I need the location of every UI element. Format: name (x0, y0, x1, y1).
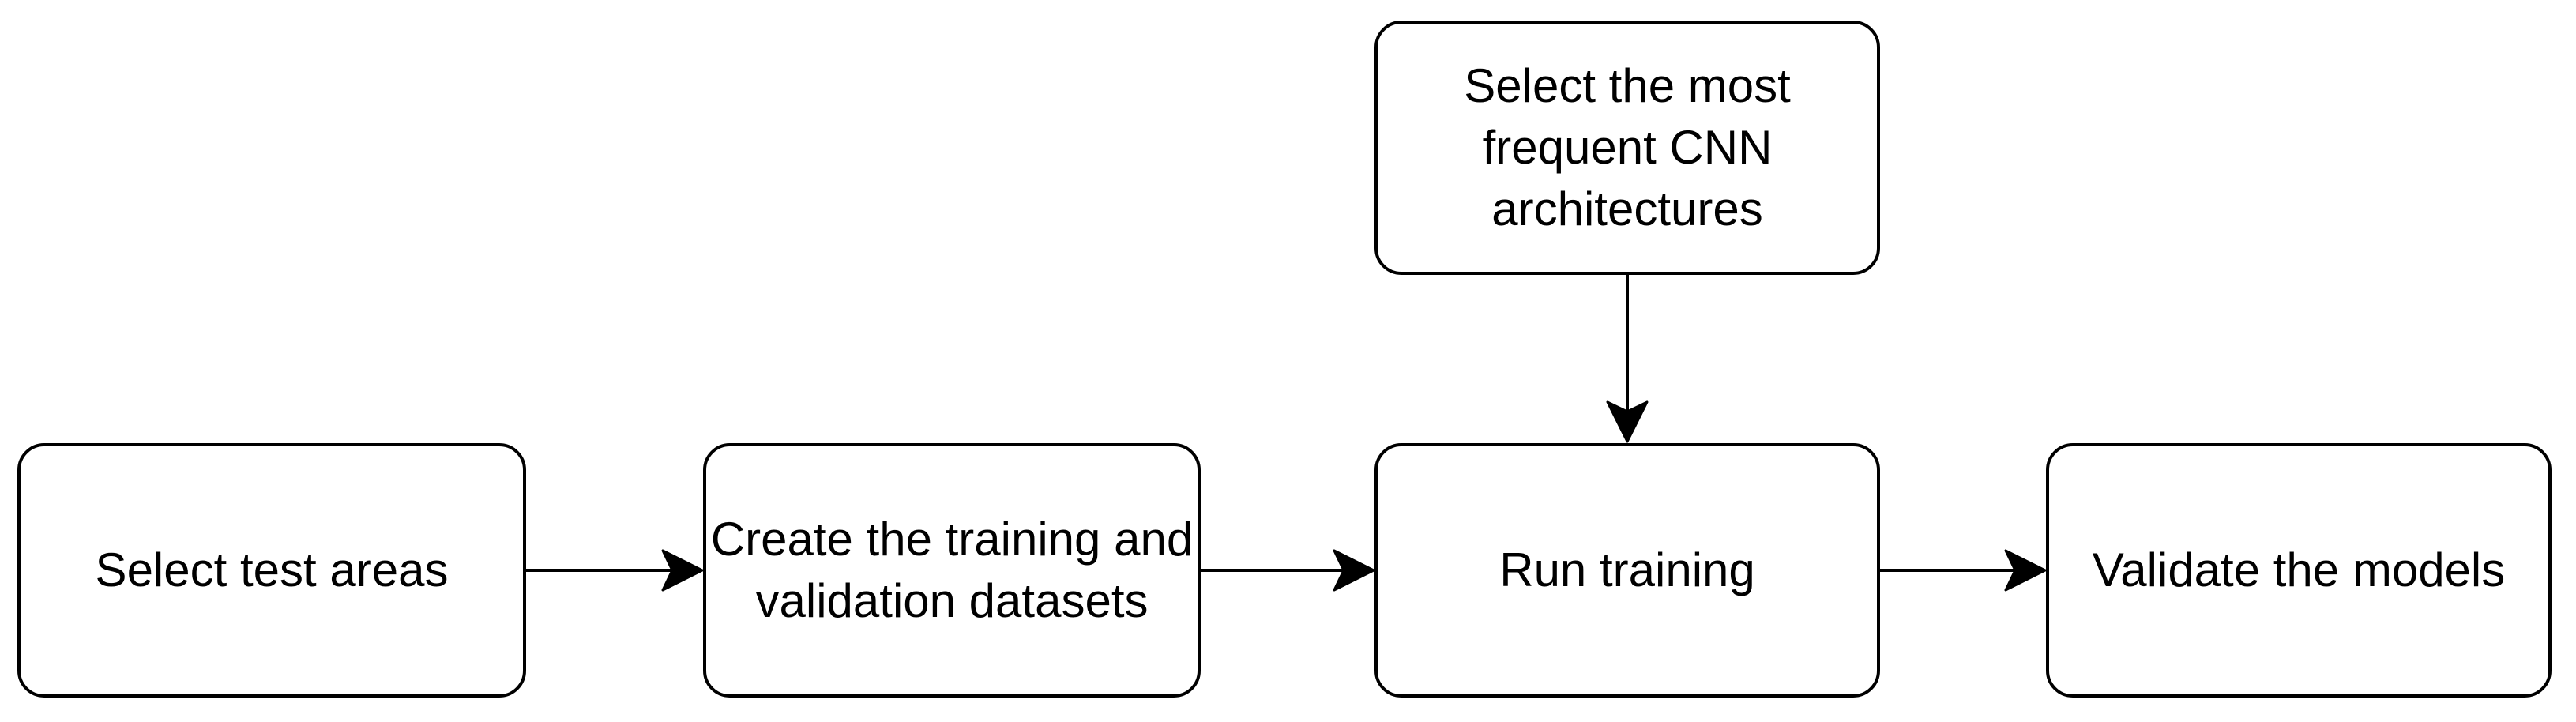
edge-run-training-to-validate-models (1880, 549, 2047, 592)
node-create-datasets: Create the training and validation datas… (703, 443, 1201, 698)
node-label: Run training (1499, 543, 1755, 596)
edge-select-test-areas-to-create-datasets (526, 549, 704, 592)
arrowhead-right-icon (2004, 549, 2047, 592)
node-label: Create the training and validation datas… (710, 513, 1194, 627)
arrowhead-down-icon (1606, 400, 1649, 443)
node-select-cnn-architectures: Select the most frequent CNN architectur… (1374, 21, 1880, 275)
node-validate-models: Validate the models (2046, 443, 2552, 698)
node-label: Select test areas (95, 543, 449, 596)
arrowhead-right-icon (1333, 549, 1375, 592)
edge-create-datasets-to-run-training (1201, 549, 1375, 592)
arrowhead-right-icon (661, 549, 704, 592)
node-run-training: Run training (1374, 443, 1880, 698)
edge-select-cnn-architectures-to-run-training (1606, 275, 1649, 443)
node-label: Validate the models (2092, 543, 2506, 596)
node-select-test-areas: Select test areas (17, 443, 526, 698)
node-label: Select the most frequent CNN architectur… (1464, 59, 1791, 235)
